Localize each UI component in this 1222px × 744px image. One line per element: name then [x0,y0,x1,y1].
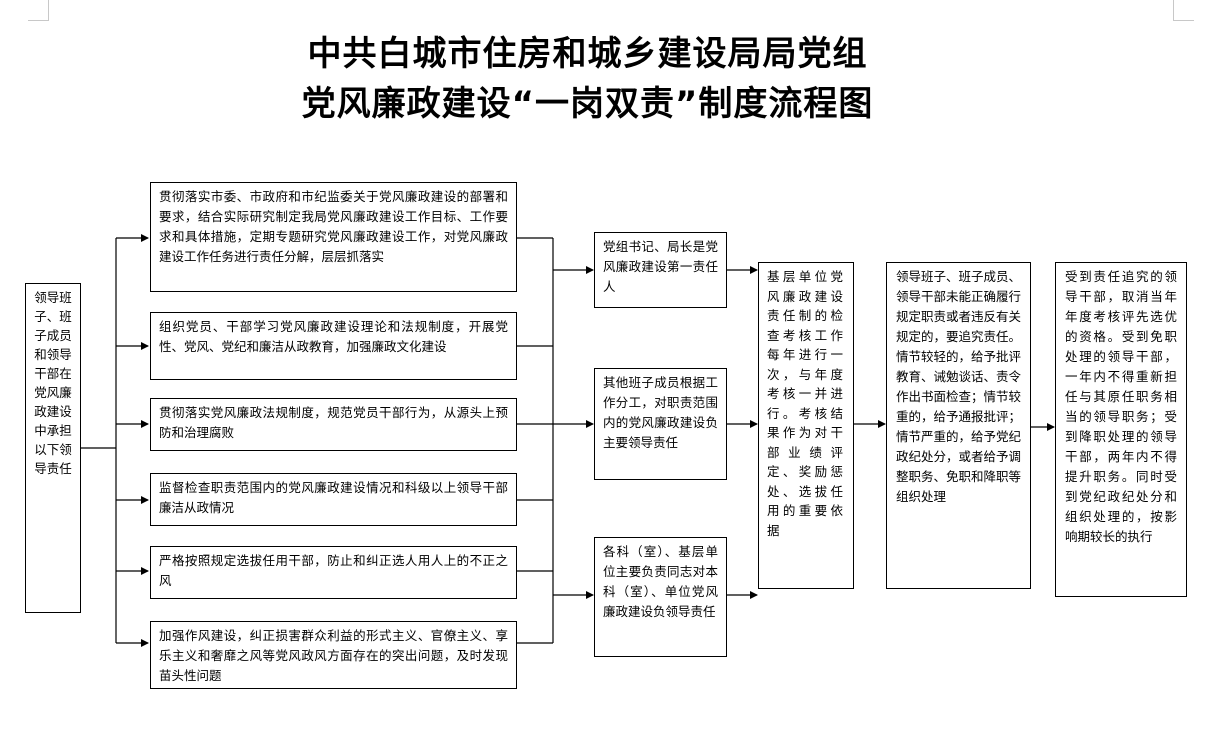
first-responsible-box: 党组书记、局长是党风廉政建设第一责任人 [594,232,727,308]
title-line-2: 党风廉政建设“一岗双责”制度流程图 [301,84,874,124]
title-line-1: 中共白城市住房和城乡建设局局党组 [307,34,868,74]
duty-box-5: 严格按照规定选拔任用干部，防止和纠正选人用人上的不正之风 [150,546,517,599]
other-members-responsible-box: 其他班子成员根据工作分工，对职责范围内的党风廉政建设负主要领导责任 [594,368,727,480]
page-corner-mark-left [28,0,49,21]
leadership-responsibility-text: 领导班子、班子成员和领导干部在党风廉政建设中承担以下领导责任 [34,290,72,476]
page-corner-mark-right [1173,0,1194,21]
duty-box-1: 贯彻落实市委、市政府和市纪监委关于党风廉政建设的部署和要求，结合实际研究制定我局… [150,182,517,292]
duty-box-6: 加强作风建设，纠正损害群众利益的形式主义、官僚主义、享乐主义和奢靡之风等党风政风… [150,621,517,689]
leadership-responsibility-box: 领导班子、班子成员和领导干部在党风廉政建设中承担以下领导责任 [25,283,81,613]
duty-box-4: 监督检查职责范围内的党风廉政建设情况和科级以上领导干部廉洁从政情况 [150,473,517,526]
accountability-box: 领导班子、班子成员、领导干部未能正确履行规定职责或者违反有关规定的，要追究责任。… [886,262,1031,589]
assessment-box: 基层单位党风廉政建设责任制的检查考核工作每年进行一次，与年度考核一并进行。考核结… [758,262,854,589]
duty-box-2: 组织党员、干部学习党风廉政建设理论和法规制度，开展党性、党风、党纪和廉洁从政教育… [150,312,517,380]
unit-heads-responsible-box: 各科（室）、基层单位主要负责同志对本科（室）、单位党风廉政建设负领导责任 [594,537,727,657]
consequences-box: 受到责任追究的领导干部，取消当年年度考核评先选优的资格。受到免职处理的领导干部，… [1055,262,1187,597]
duty-box-3: 贯彻落实党风廉政法规制度，规范党员干部行为，从源头上预防和治理腐败 [150,398,517,451]
